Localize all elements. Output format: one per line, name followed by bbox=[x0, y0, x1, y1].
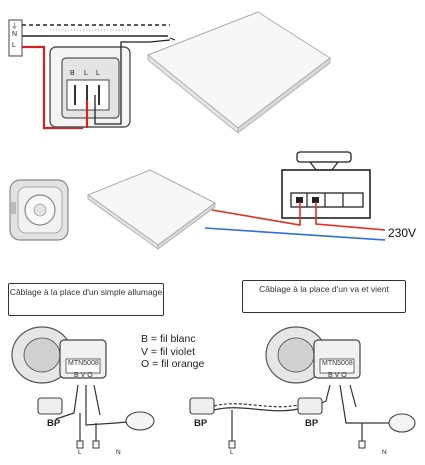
dimmer-device bbox=[9, 179, 69, 241]
right-box-title: Câblage à la place d'un va et vient bbox=[242, 280, 406, 313]
legend-o: O = fil orange bbox=[141, 358, 205, 370]
dimmer-terminal-l1: L bbox=[84, 70, 88, 77]
right-n-label: N bbox=[382, 449, 387, 456]
terminal-label-earth: ⏚ bbox=[11, 23, 18, 30]
left-pushbutton bbox=[37, 397, 63, 415]
middle-wiring-diagram bbox=[9, 151, 386, 250]
left-box-title-text: Câblage à la place d'un simple allumage bbox=[9, 287, 163, 297]
right-bp1-label: BP bbox=[194, 418, 208, 429]
terminal-block bbox=[8, 19, 23, 57]
legend-v: V = fil violet bbox=[141, 345, 195, 358]
dimmer-terminal-l2: L bbox=[96, 70, 100, 77]
led-panel-middle bbox=[86, 169, 216, 246]
dimmer-terminal-b: B bbox=[70, 70, 75, 77]
terminal-label-n: N bbox=[12, 31, 18, 38]
left-module bbox=[11, 326, 107, 384]
wire-legend: B = fil blanc V = fil violet O = fil ora… bbox=[141, 333, 204, 371]
left-bulb bbox=[125, 411, 155, 431]
left-n-label: N bbox=[116, 449, 121, 456]
left-box-title: Câblage à la place d'un simple allumage bbox=[8, 283, 164, 316]
top-wiring-diagram bbox=[8, 11, 331, 134]
switched-wire bbox=[94, 39, 171, 125]
left-module-tag: MTN5008 bbox=[68, 360, 99, 367]
right-box-title-text: Câblage à la place d'un va et vient bbox=[259, 284, 389, 294]
phase-wire-middle bbox=[211, 202, 301, 226]
left-l-label: L bbox=[78, 449, 82, 456]
neutral-wire-middle bbox=[204, 227, 386, 241]
right-bp2-label: BP bbox=[305, 418, 319, 429]
right-module-terminals: B V O bbox=[328, 372, 347, 379]
legend-b: B = fil blanc bbox=[141, 333, 196, 345]
voltage-label: 230V bbox=[388, 226, 417, 240]
left-module-terminals: B V O bbox=[74, 372, 93, 379]
right-pushbutton-1 bbox=[189, 397, 215, 415]
right-module-tag: MTN5008 bbox=[322, 360, 353, 367]
right-module bbox=[265, 326, 361, 384]
terminal-label-l: L bbox=[12, 42, 16, 49]
led-panel-top bbox=[147, 11, 331, 129]
left-bp-label: BP bbox=[47, 418, 61, 429]
right-bulb bbox=[388, 413, 416, 433]
right-l-label: L bbox=[230, 449, 234, 456]
bottom-wiring-sketches bbox=[11, 326, 416, 449]
right-pushbutton-2 bbox=[297, 397, 323, 415]
led-driver bbox=[281, 151, 371, 219]
